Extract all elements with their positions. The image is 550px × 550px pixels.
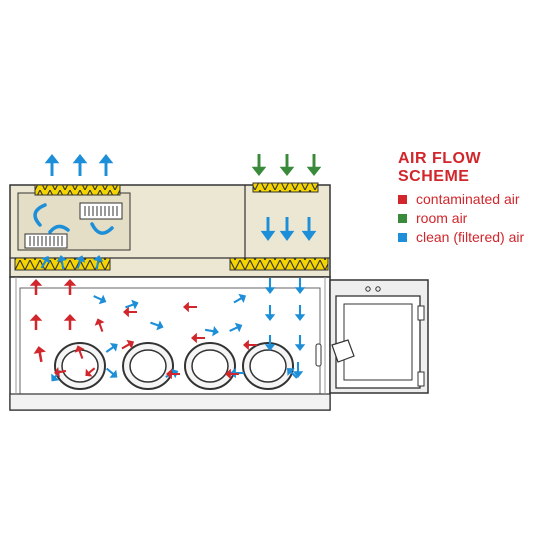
clean-air-arrow	[72, 154, 88, 176]
contaminated-air-arrow	[63, 314, 77, 330]
work-chamber	[9, 276, 331, 411]
contaminated-air-arrow	[33, 346, 46, 363]
chamber-base	[9, 393, 331, 411]
glove-port-2	[122, 342, 174, 390]
red-square-icon	[398, 194, 407, 204]
pass-box-handle	[315, 343, 322, 367]
contaminated-air-arrow	[94, 318, 105, 332]
clean-air-curve	[90, 222, 114, 235]
contaminated-air-arrow	[29, 279, 43, 295]
contaminated-air-arrow	[166, 368, 180, 380]
contaminated-air-arrow	[74, 345, 85, 359]
inlet-filter-top	[252, 182, 319, 193]
clean-air-curve	[48, 224, 70, 234]
room-air-arrow	[306, 154, 322, 176]
contaminated-air-arrow	[121, 339, 135, 350]
clean-air-arrow	[301, 217, 317, 241]
contaminated-air-arrows	[29, 279, 257, 380]
clean-air-arrow	[264, 335, 276, 351]
legend-title: AIR FLOW SCHEME	[398, 150, 482, 185]
glove-port-3	[184, 342, 236, 390]
glove-port-4	[242, 342, 294, 390]
clean-air-arrow	[294, 305, 306, 321]
clean-air-arrow	[233, 293, 247, 304]
clean-air-arrow	[40, 255, 51, 269]
clean-air-arrow	[287, 368, 298, 379]
contaminated-air-arrow	[85, 367, 96, 377]
fan-lower	[24, 233, 68, 249]
clean-air-arrow	[264, 305, 276, 321]
clean-air-arrow	[292, 362, 304, 378]
clean-air-arrow	[150, 320, 164, 331]
legend-label: clean (filtered) air	[416, 229, 525, 245]
supply-filter-bottom	[229, 257, 329, 271]
green-square-icon	[398, 213, 407, 223]
legend-label: room air	[416, 210, 468, 226]
clean-air-arrow	[93, 294, 107, 305]
clean-air-arrow	[105, 343, 118, 353]
clean-air-arrow	[260, 217, 276, 241]
clean-air-arrow	[98, 154, 114, 176]
clean-air-arrows	[33, 154, 317, 382]
clean-air-arrow	[204, 326, 219, 337]
clean-air-arrow	[44, 154, 60, 176]
clean-air-arrow	[264, 278, 276, 294]
clean-air-arrow	[105, 367, 118, 378]
room-air-arrows	[251, 154, 322, 176]
contaminated-air-arrow	[54, 366, 67, 378]
clean-air-curve	[33, 203, 47, 227]
contaminated-air-arrow	[191, 332, 205, 344]
clean-air-arrow	[56, 255, 67, 270]
clean-air-arrow	[93, 255, 104, 270]
clean-air-arrow	[229, 322, 243, 333]
legend-label: contaminated air	[416, 191, 520, 207]
room-air-arrow	[279, 154, 295, 176]
legend-item-room: room air	[398, 210, 467, 226]
contaminated-air-arrow	[63, 279, 77, 295]
clean-air-arrow	[279, 217, 295, 241]
clean-air-arrow	[294, 335, 306, 351]
pass-box	[329, 279, 429, 394]
room-air-arrow	[251, 154, 267, 176]
contaminated-air-arrow	[123, 306, 137, 318]
blue-square-icon	[398, 232, 407, 242]
contaminated-air-arrow	[29, 314, 43, 330]
contaminated-air-arrow	[243, 339, 257, 351]
contaminated-air-arrow	[225, 368, 239, 380]
clean-air-arrow	[75, 255, 86, 269]
fan-upper	[79, 202, 123, 220]
exhaust-filter-top	[34, 184, 121, 196]
contaminated-air-arrow	[183, 301, 197, 313]
legend-item-contaminated: contaminated air	[398, 191, 520, 207]
legend-item-clean: clean (filtered) air	[398, 229, 524, 245]
clean-air-arrow	[125, 299, 139, 310]
clean-air-arrow	[294, 278, 306, 294]
